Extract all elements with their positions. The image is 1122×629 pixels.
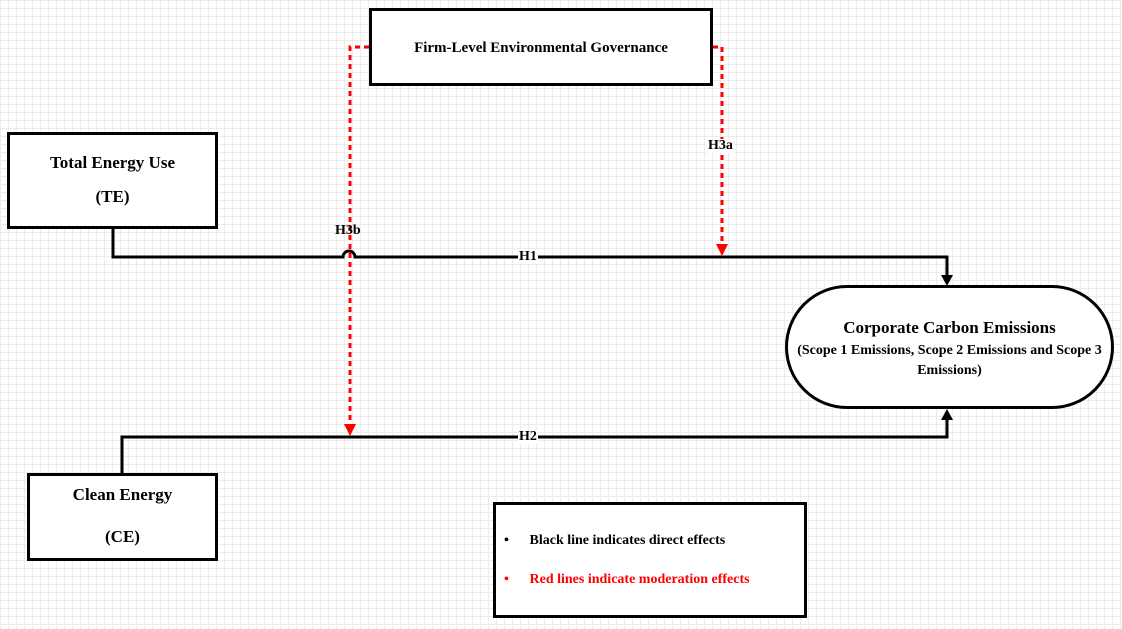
legend-text: Black line indicates direct effects: [529, 533, 726, 548]
legend-text: Red lines indicate moderation effects: [529, 572, 750, 587]
clean-energy-abbr: (CE): [105, 527, 140, 546]
clean-energy-label: Clean Energy: [72, 485, 173, 504]
clean-energy-node: Clean Energy (CE): [27, 473, 218, 561]
legend: • Black line indicates direct effects • …: [493, 502, 807, 618]
total-energy-abbr: (TE): [95, 187, 130, 206]
h3a-arrowhead: [716, 244, 728, 256]
governance-label: Firm-Level Environmental Governance: [414, 40, 668, 56]
h2-arrowhead: [941, 409, 953, 420]
h2-connector: [120, 418, 949, 473]
total-energy-label: Total Energy Use: [50, 153, 175, 172]
carbon-emissions-label: Corporate Carbon Emissions: [843, 318, 1056, 337]
h2-label: H2: [518, 429, 538, 444]
governance-node: Firm-Level Environmental Governance: [369, 8, 713, 86]
h1-label: H1: [518, 249, 538, 264]
legend-item-moderation: • Red lines indicate moderation effects: [504, 572, 750, 588]
h3b-arrowhead: [344, 424, 356, 436]
h1-connector: [111, 229, 949, 277]
h3a-label: H3a: [707, 138, 734, 153]
h3a-connector: [713, 45, 724, 244]
total-energy-node: Total Energy Use (TE): [7, 132, 218, 229]
legend-bullet-icon: •: [504, 533, 509, 548]
legend-item-direct: • Black line indicates direct effects: [504, 533, 725, 549]
h3b-connector: [348, 45, 369, 424]
h3b-label: H3b: [335, 223, 361, 238]
h1-arrowhead: [941, 275, 953, 286]
carbon-emissions-sublabel: (Scope 1 Emissions, Scope 2 Emissions an…: [797, 343, 1102, 378]
carbon-emissions-node: Corporate Carbon Emissions (Scope 1 Emis…: [785, 285, 1114, 409]
legend-bullet-icon: •: [504, 572, 509, 587]
